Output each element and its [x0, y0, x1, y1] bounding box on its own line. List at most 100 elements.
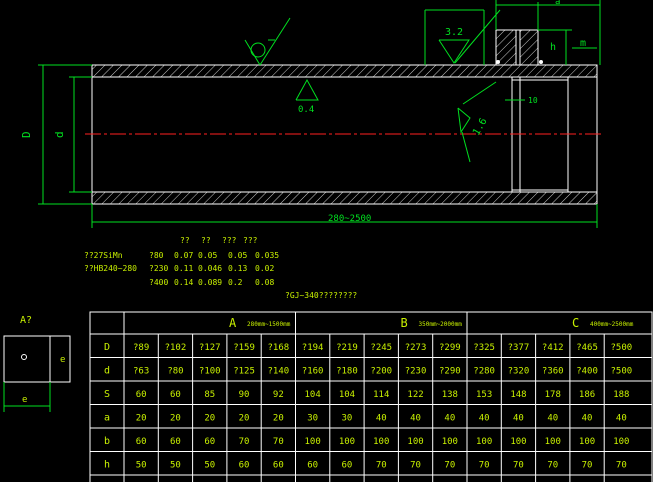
table-cell: 40	[547, 413, 558, 423]
dimensions	[38, 0, 601, 228]
table-cell: ?159	[233, 343, 255, 353]
table-cell: 104	[305, 390, 321, 400]
table-cell: ?63	[133, 366, 149, 376]
table-cell: 104	[339, 390, 355, 400]
roughness-3.2: 3.2	[445, 27, 463, 38]
table-cell: 70	[547, 460, 558, 470]
table-cell: 20	[239, 413, 250, 423]
notes-header-4: ???	[243, 236, 258, 245]
table-cell: 20	[170, 413, 181, 423]
table-cell: 138	[442, 390, 458, 400]
table-cell: 100	[339, 437, 355, 447]
table-row-label: h	[104, 459, 110, 470]
table-cell: 100	[407, 437, 423, 447]
table-cell: 60	[307, 460, 318, 470]
table-cell: 40	[444, 413, 455, 423]
table-cell: ?299	[439, 343, 461, 353]
table-cell: 30	[342, 413, 353, 423]
tube-section	[85, 29, 603, 205]
dim-10-label: 10	[528, 96, 538, 105]
table-border	[89, 311, 653, 482]
table-cell: ?180	[336, 366, 358, 376]
table-cell: ?412	[542, 343, 564, 353]
notes-r1-1: ?80	[149, 251, 164, 260]
table-cell: 148	[510, 390, 526, 400]
table-row-label: d	[104, 365, 110, 376]
table-cell: 70	[444, 460, 455, 470]
dim-h-label: h	[550, 42, 556, 53]
table-cell: ?273	[405, 343, 427, 353]
table-cell: 40	[410, 413, 421, 423]
table-cell: ?400	[576, 366, 598, 376]
table-cell: ?125	[233, 366, 255, 376]
notes-header-1: ??	[180, 236, 190, 245]
section-label: A?	[20, 315, 32, 326]
table-cell: 60	[136, 437, 147, 447]
tube-bottom-wall	[91, 191, 598, 205]
table-cell: 40	[582, 413, 593, 423]
table-cell: ?500	[611, 366, 633, 376]
table-cell: ?325	[473, 343, 495, 353]
table-cell: 90	[239, 390, 250, 400]
table-cell: 186	[579, 390, 595, 400]
table-cell: ?500	[611, 343, 633, 353]
table-cell: 40	[376, 413, 387, 423]
table-cell: ?219	[336, 343, 358, 353]
table-group-name: B	[401, 316, 408, 330]
notes-r3-0: ?400	[149, 278, 168, 287]
table-group-name: A	[229, 316, 237, 330]
table-cell: ?89	[133, 343, 149, 353]
notes-r3-1: 0.14	[174, 278, 193, 287]
notes-header-2: ??	[201, 236, 211, 245]
notes-r3-2: 0.089	[198, 278, 222, 287]
table-cell: 70	[239, 437, 250, 447]
table-cell: ?100	[199, 366, 221, 376]
tube-top-wall	[91, 64, 598, 78]
notes-r3-3: 0.2	[228, 278, 243, 287]
table-cell: 30	[307, 413, 318, 423]
table-cell: ?160	[302, 366, 324, 376]
table-cell: 100	[545, 437, 561, 447]
table-cell: 92	[273, 390, 284, 400]
table-cell: 60	[170, 390, 181, 400]
table-cell: ?320	[508, 366, 530, 376]
table-cell: ?140	[268, 366, 290, 376]
notes-header-3: ???	[222, 236, 237, 245]
dim-D-label: D	[20, 131, 33, 138]
table-cell: 114	[373, 390, 389, 400]
notes-r1-2: 0.07	[174, 251, 193, 260]
table-cell: ?465	[576, 343, 598, 353]
table-cell: ?194	[302, 343, 324, 353]
table-cell: 40	[616, 413, 627, 423]
section-e-right: e	[60, 355, 65, 365]
table-cell: 70	[479, 460, 490, 470]
table-group-range: 350mm~2000mm	[419, 321, 463, 328]
table-cell: ?290	[439, 366, 461, 376]
notes-r1-3: 0.05	[198, 251, 217, 260]
table-cell: 122	[407, 390, 423, 400]
dim-d-label: d	[53, 131, 66, 138]
table-cell: 100	[305, 437, 321, 447]
table-cell: 20	[136, 413, 147, 423]
table-cell: ?127	[199, 343, 221, 353]
table-cell: ?80	[167, 366, 183, 376]
table-cell: 40	[479, 413, 490, 423]
ring-right	[519, 29, 539, 66]
table-cell: 100	[373, 437, 389, 447]
roughness-0.4: 0.4	[298, 105, 314, 115]
table-cell: 60	[170, 437, 181, 447]
table-cell: 100	[510, 437, 526, 447]
table-cell: 60	[239, 460, 250, 470]
section-view: A? e e	[3, 315, 71, 412]
table-cell: ?200	[370, 366, 392, 376]
table-group-name: C	[572, 316, 579, 330]
notes-r2-2: 0.11	[174, 264, 193, 273]
table-cell: 100	[442, 437, 458, 447]
table-cell: 178	[545, 390, 561, 400]
table-cell: 70	[582, 460, 593, 470]
table-cell: 70	[273, 437, 284, 447]
table-cell: ?360	[542, 366, 564, 376]
table-cell: 100	[476, 437, 492, 447]
notes-r3-4: 0.08	[255, 278, 274, 287]
